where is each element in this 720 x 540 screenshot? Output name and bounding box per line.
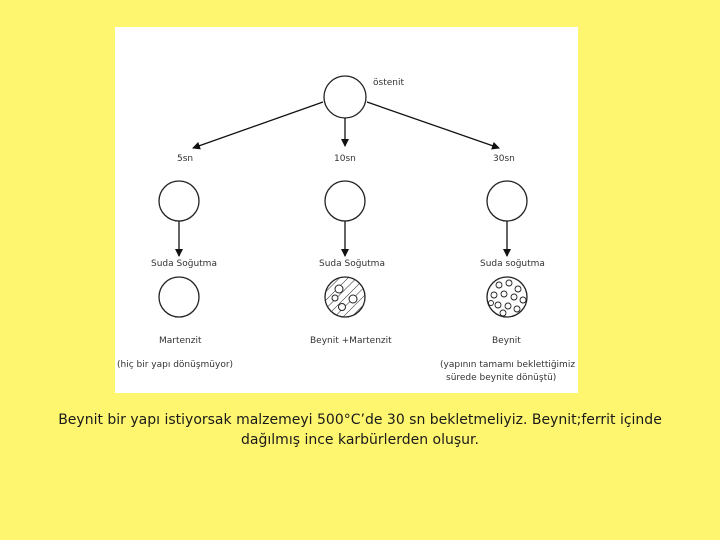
austenite-transformation-diagram: östenit 5sn 10sn 30sn Suda Soğutma Suda …	[117, 75, 575, 383]
austenite-grain-icon	[323, 75, 367, 119]
root-label: östenit	[373, 78, 404, 88]
grain-10sn-icon	[324, 180, 366, 222]
time-label-30sn: 30sn	[493, 154, 515, 164]
arrow-to-30sn	[366, 101, 500, 150]
martensite-structure-icon	[158, 276, 200, 318]
grain-30sn-icon	[486, 180, 528, 222]
arrow-to-5sn	[192, 101, 324, 150]
caption: Beynit bir yapı istiyorsak malzemeyi 500…	[20, 410, 700, 450]
bainite-martensite-structure-icon	[324, 276, 366, 318]
quench-label-middle: Suda Soğutma	[319, 259, 385, 269]
note-left: (hiç bir yapı dönüşmüyor)	[117, 360, 233, 370]
product-label-martensite: Martenzit	[159, 336, 202, 346]
diagram-panel: östenit 5sn 10sn 30sn Suda Soğutma Suda …	[115, 27, 578, 393]
caption-line-1: Beynit bir yapı istiyorsak malzemeyi 500…	[58, 412, 662, 428]
note-right-line1: (yapının tamamı beklettiğimiz	[440, 360, 575, 370]
bainite-structure-icon	[486, 276, 528, 318]
product-label-bainite-martensite: Beynit +Martenzit	[310, 336, 392, 346]
product-label-bainite: Beynit	[492, 336, 521, 346]
quench-label-right: Suda soğutma	[480, 259, 545, 269]
time-label-10sn: 10sn	[334, 154, 356, 164]
note-right-line2: sürede beynite dönüştü)	[446, 373, 556, 383]
caption-line-2: dağılmış ince karbürlerden oluşur.	[241, 432, 479, 448]
time-label-5sn: 5sn	[177, 154, 193, 164]
quench-label-left: Suda Soğutma	[151, 259, 217, 269]
grain-5sn-icon	[158, 180, 200, 222]
